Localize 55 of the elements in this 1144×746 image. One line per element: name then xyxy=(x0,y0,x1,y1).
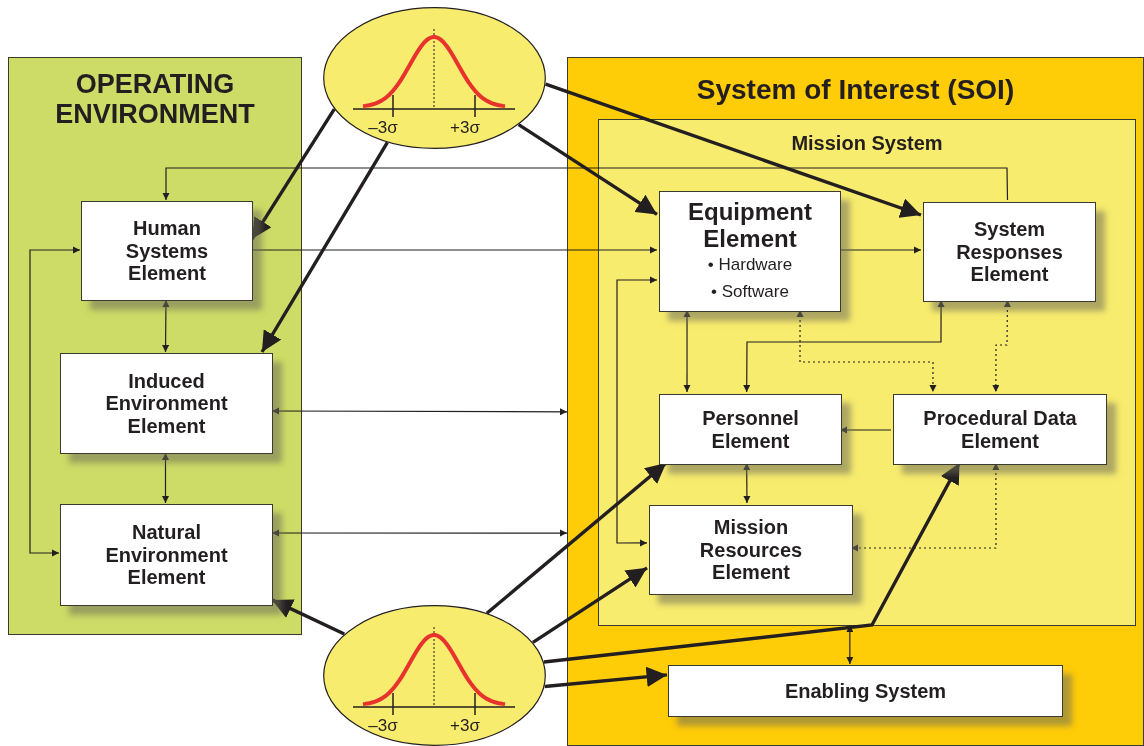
arrow xyxy=(743,462,751,504)
arrow xyxy=(517,123,658,216)
arrow xyxy=(616,276,658,547)
element-box xyxy=(60,353,273,454)
element-label: Procedural Data Element xyxy=(922,406,1078,453)
arrow xyxy=(683,309,691,393)
environment-panel xyxy=(8,57,302,635)
element-box xyxy=(81,201,253,301)
element-box xyxy=(60,504,273,606)
element-label: System Responses Element xyxy=(955,218,1064,286)
element-label: Equipment Element xyxy=(687,198,813,253)
arrow xyxy=(271,529,568,537)
arrow xyxy=(29,246,81,557)
sigma-label: +3σ xyxy=(450,716,480,736)
element-box xyxy=(649,505,853,595)
arrow xyxy=(532,566,648,644)
arrow xyxy=(796,309,937,393)
arrow xyxy=(992,299,1011,393)
element-label: Personnel Element xyxy=(701,406,800,453)
arrow xyxy=(251,246,658,254)
bullet-item: • Hardware xyxy=(707,254,793,277)
element-box xyxy=(893,394,1107,465)
element-box xyxy=(659,191,841,312)
arrow xyxy=(839,426,892,434)
sigma-label: –3σ xyxy=(368,118,398,138)
element-label: Human Systems Element xyxy=(124,217,210,285)
arrow xyxy=(271,407,568,416)
element-label: Enabling System xyxy=(784,679,947,703)
element-label: Natural Environment Element xyxy=(104,521,229,589)
arrow xyxy=(161,299,170,353)
panel-title: Mission System xyxy=(790,132,944,154)
arrow xyxy=(838,246,922,254)
arrow xyxy=(260,141,389,353)
system-panel xyxy=(567,57,1144,746)
arrow xyxy=(162,167,1009,201)
element-box xyxy=(668,665,1063,717)
arrow xyxy=(544,666,668,689)
sigma-label: –3σ xyxy=(368,716,398,736)
arrow xyxy=(271,598,346,636)
element-label: Induced Environment Element xyxy=(104,369,229,438)
arrow xyxy=(250,108,336,240)
panel-title: OPERATING ENVIRONMENT xyxy=(54,70,256,130)
element-box xyxy=(659,394,842,465)
arrow xyxy=(850,462,1000,552)
panel-title: System of Interest (SOI) xyxy=(695,75,1016,106)
element-box xyxy=(923,202,1096,302)
subsystem-panel xyxy=(598,119,1136,626)
sigma-label: +3σ xyxy=(450,118,480,138)
arrow xyxy=(161,452,170,504)
arrow xyxy=(545,82,922,218)
arrow xyxy=(543,462,961,664)
bullet-item: • Software xyxy=(711,280,789,303)
arrow xyxy=(846,624,854,665)
arrow xyxy=(743,299,945,393)
element-label: Mission Resources Element xyxy=(698,516,804,584)
